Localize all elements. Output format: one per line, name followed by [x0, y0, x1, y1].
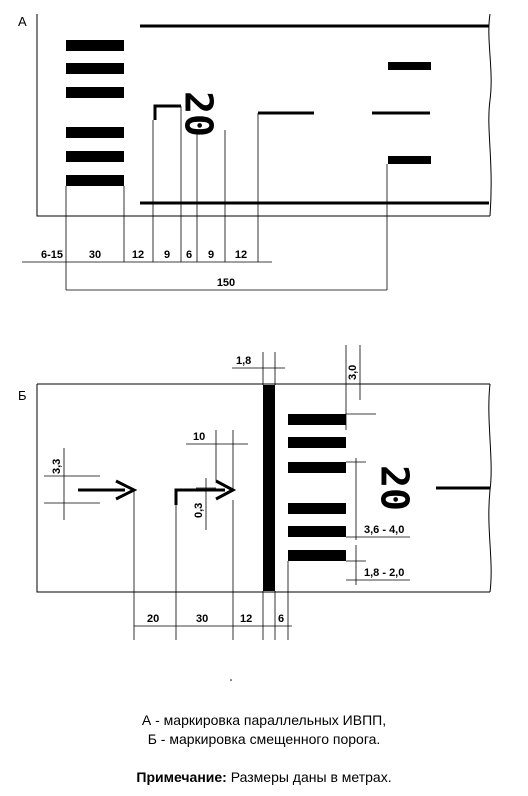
dim-label: 6: [186, 249, 192, 261]
arrow-shaft: [174, 488, 225, 505]
threshold-stripe: [66, 63, 124, 74]
runway-number-a: 20: [177, 91, 221, 137]
threshold-stripes: [66, 40, 124, 186]
panel-b-label: Б: [18, 388, 27, 403]
dim-label: 1,8: [236, 355, 251, 367]
touchdown-bar: [388, 156, 431, 164]
panel-a: А 20: [18, 13, 492, 291]
arrow-marking-right: [174, 479, 237, 505]
panel-a-dims: 6-15 30 12 9 6 9 12 150: [41, 249, 247, 289]
threshold-stripe: [66, 151, 124, 162]
dim-label: 3,0: [347, 365, 359, 380]
caption-line-a: А - маркировка параллельных ИВПП,: [141, 712, 387, 728]
runway-number-b: 20: [373, 465, 417, 511]
touchdown-bar: [388, 62, 431, 70]
caption-line-b: Б - маркировка смещенного порога.: [147, 731, 381, 747]
dim-label: 0,3: [193, 503, 205, 518]
dim-label: 12: [235, 249, 247, 261]
stray-dot: [230, 679, 232, 681]
threshold-stripe: [288, 503, 346, 514]
dim-label: 3,3: [51, 459, 63, 474]
dim-label: 12: [132, 249, 144, 261]
panel-b-dims: 1,8 3,0 3,3 10 0,3 3,6 - 4,0 1,8 - 2,0 2…: [51, 355, 404, 625]
note-block: Примечание: Размеры даны в метрах.: [0, 768, 528, 787]
dim-label: 30: [196, 613, 208, 625]
threshold-stripes-b: [288, 414, 346, 561]
dim-label: 3,6 - 4,0: [364, 524, 404, 536]
panel-a-frame-right-edge: [488, 13, 492, 217]
dim-label: 6: [278, 613, 284, 625]
panel-b-frame-right-edge: [488, 383, 492, 593]
threshold-stripe: [66, 87, 124, 98]
note-label: Примечание:: [136, 769, 227, 785]
threshold-stripe: [288, 437, 346, 448]
designator-bracket: [153, 104, 181, 120]
threshold-stripe: [288, 550, 346, 561]
dim-label: 9: [208, 249, 214, 261]
threshold-stripe: [288, 414, 346, 425]
dim-label: 12: [240, 613, 252, 625]
panel-b: Б 20: [18, 345, 492, 640]
note-text: Размеры даны в метрах.: [226, 769, 392, 785]
panel-b-frame: [36, 383, 490, 593]
threshold-stripe: [288, 526, 346, 537]
threshold-stripe: [66, 175, 124, 186]
threshold-stripe: [66, 127, 124, 138]
caption-block: А - маркировка параллельных ИВПП, Б - ма…: [0, 711, 528, 749]
threshold-stripe: [66, 40, 124, 51]
panel-a-frame: [36, 14, 490, 217]
dim-total-label: 150: [217, 277, 235, 289]
dim-label: 9: [164, 249, 170, 261]
dim-label: 10: [193, 431, 205, 443]
panel-b-extension-lines: [44, 345, 410, 640]
displaced-threshold-bar: [263, 385, 275, 591]
threshold-stripe: [288, 462, 346, 473]
dim-label: 30: [89, 249, 101, 261]
dim-label: 6-15: [41, 249, 63, 261]
extension-lines: [22, 106, 388, 291]
panel-a-label: А: [18, 14, 27, 29]
dim-label: 20: [147, 613, 159, 625]
dim-label: 1,8 - 2,0: [364, 567, 404, 579]
arrow-marking-left: [78, 479, 138, 501]
